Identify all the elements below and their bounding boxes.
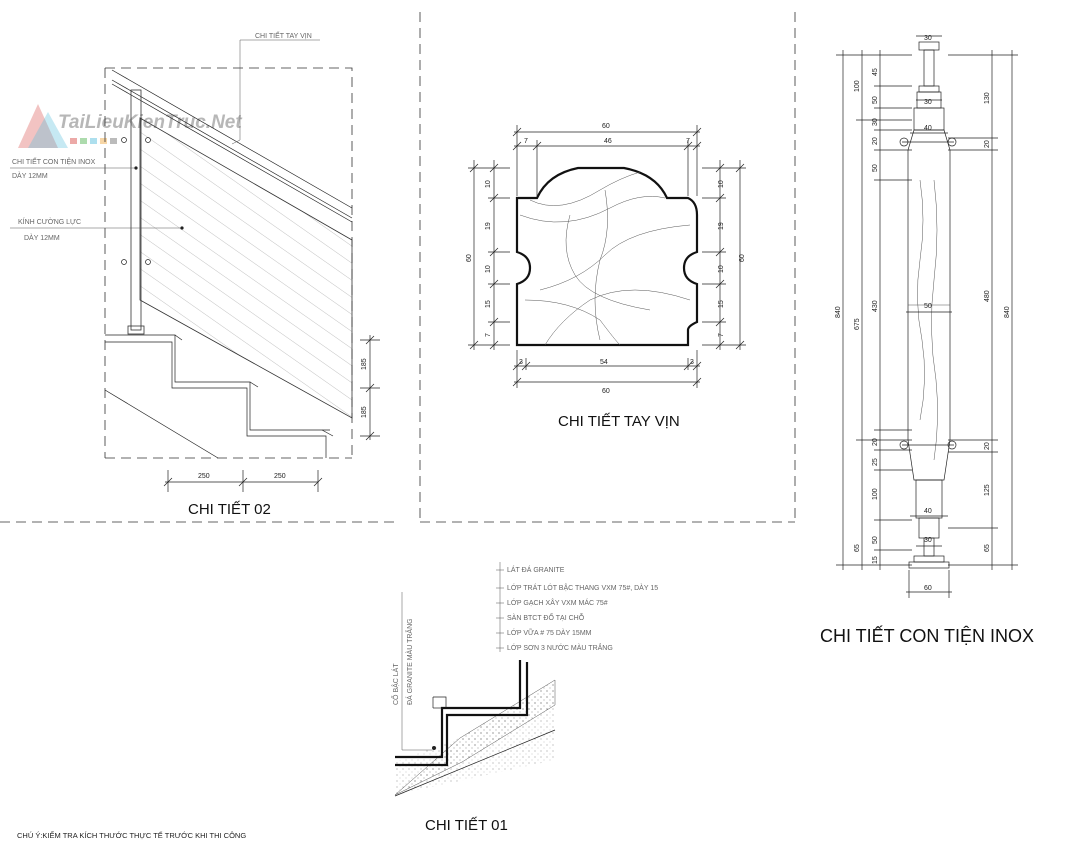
dim-seg-1-right: 10 [718,180,725,188]
dim-post-seg-15: 15 [872,556,879,564]
dim-top-left: 7 [524,138,528,145]
dim-bottom-left: 3 [519,359,523,366]
dim-post-seg-20b: 20 [872,438,879,446]
footnote: CHÚ Ý:KIỂM TRA KÍCH THƯỚC THỰC TẾ TRƯỚC … [17,830,246,840]
dim-seg-4-left: 15 [485,300,492,308]
dim-tread-1: 250 [198,473,210,480]
dim-post-right-65: 65 [984,544,991,552]
dim-post-right-outer: 840 [1004,306,1011,318]
dim-post-left-65: 65 [854,544,861,552]
watermark-logo: TaiLieuKienTruc.Net [18,104,242,148]
dim-post-seg-50c: 50 [872,536,879,544]
dim-post-right-20a: 20 [984,140,991,148]
dim-top-mid: 46 [604,138,612,145]
panel-frames [0,12,796,523]
dim-post-seg-45: 45 [872,68,879,76]
nosing-label-2: ĐÁ GRANITE MÀU TRẮNG [405,618,414,705]
dim-post-left-outer: 840 [835,306,842,318]
label-post: CHI TIẾT CON TIỆN INOX [12,156,96,166]
dim-post-neck-2: 40 [924,125,932,132]
dim-top-total: 60 [602,123,610,130]
post-detail-drawing [836,35,1018,598]
dim-post-left-100: 100 [854,80,861,92]
post-detail-labels: 30 30 40 50 40 30 60 840 675 100 65 45 5… [820,35,1034,646]
dim-bottom-right: 3 [690,359,694,366]
dim-seg-5-left: 7 [485,333,492,337]
dim-post-right-480: 480 [984,290,991,302]
label-glass-thickness: DÀY 12MM [24,233,60,242]
dim-post-seg-20a: 20 [872,137,879,145]
label-glass: KÍNH CƯỜNG LỰC [18,217,81,226]
handrail-section-labels: 60 7 46 7 3 54 3 60 60 60 10 19 10 15 7 … [466,123,746,430]
dim-seg-2-left: 19 [485,222,492,230]
handrail-section-drawing [468,125,746,388]
handrail-title: CHI TIẾT TAY VỊN [558,413,680,430]
dim-riser-1: 185 [361,358,368,370]
post-title: CHI TIẾT CON TIỆN INOX [820,625,1034,646]
dim-seg-3-right: 10 [718,265,725,273]
detail-02-title: CHI TIẾT 02 [188,501,271,518]
dim-post-seg-50a: 50 [872,96,879,104]
dim-post-seg-25: 25 [872,458,879,466]
dim-post-base: 60 [924,585,932,592]
label-post-thickness: DÀY 12MM [12,171,48,180]
dim-post-seg-50b: 50 [872,164,879,172]
dim-seg-3-left: 10 [485,265,492,273]
dim-post-seg-430: 430 [872,300,879,312]
nosing-label-1: CỔ BẬC LÁT [391,663,400,705]
detail-02-labels: CHI TIẾT TAY VỊN CHI TIẾT CON TIỆN INOX … [12,30,368,518]
dim-post-top-width: 30 [924,35,932,42]
layer-2: LỚP TRÁT LÓT BẬC THANG VXM 75#, DÀY 15 [507,583,658,592]
dim-post-seg-100: 100 [872,488,879,500]
detail-01-labels: LÁT ĐÁ GRANITE LỚP TRÁT LÓT BẬC THANG VX… [391,565,658,834]
detail-01-drawing [394,562,556,797]
dim-post-neck-4: 30 [924,537,932,544]
dim-post-left-second: 675 [854,318,861,330]
dim-tread-2: 250 [274,473,286,480]
dim-post-neck-1: 30 [924,99,932,106]
watermark-text: TaiLieuKienTruc.Net [58,112,242,133]
detail-01-title: CHI TIẾT 01 [425,817,508,834]
layer-4: SÀN BTCT ĐỔ TẠI CHỖ [507,613,585,622]
dim-post-right-130: 130 [984,92,991,104]
dim-seg-1-left: 10 [485,180,492,188]
layer-1: LÁT ĐÁ GRANITE [507,565,565,574]
dim-seg-4-right: 15 [718,300,725,308]
dim-right-total: 60 [739,254,746,262]
dim-post-neck-3: 40 [924,508,932,515]
dim-left-total: 60 [466,254,473,262]
dim-post-right-20b: 20 [984,442,991,450]
detail-02-drawing [10,39,380,492]
layer-5: LỚP VỮA # 75 DÀY 15MM [507,628,592,637]
dim-post-mid: 50 [924,303,932,310]
dim-bottom-mid: 54 [600,359,608,366]
dim-seg-2-right: 19 [718,222,725,230]
dim-riser-2: 185 [361,406,368,418]
dim-bottom-total: 60 [602,388,610,395]
dim-seg-5-right: 7 [718,333,725,337]
label-handrail: CHI TIẾT TAY VỊN [255,30,312,40]
dim-top-right: 7 [686,138,690,145]
layer-6: LỚP SƠN 3 NƯỚC MÀU TRẮNG [507,643,613,652]
dim-post-seg-30: 30 [872,118,879,126]
dim-post-right-125: 125 [984,484,991,496]
layer-3: LỚP GẠCH XÂY VXM MÁC 75# [507,598,608,607]
